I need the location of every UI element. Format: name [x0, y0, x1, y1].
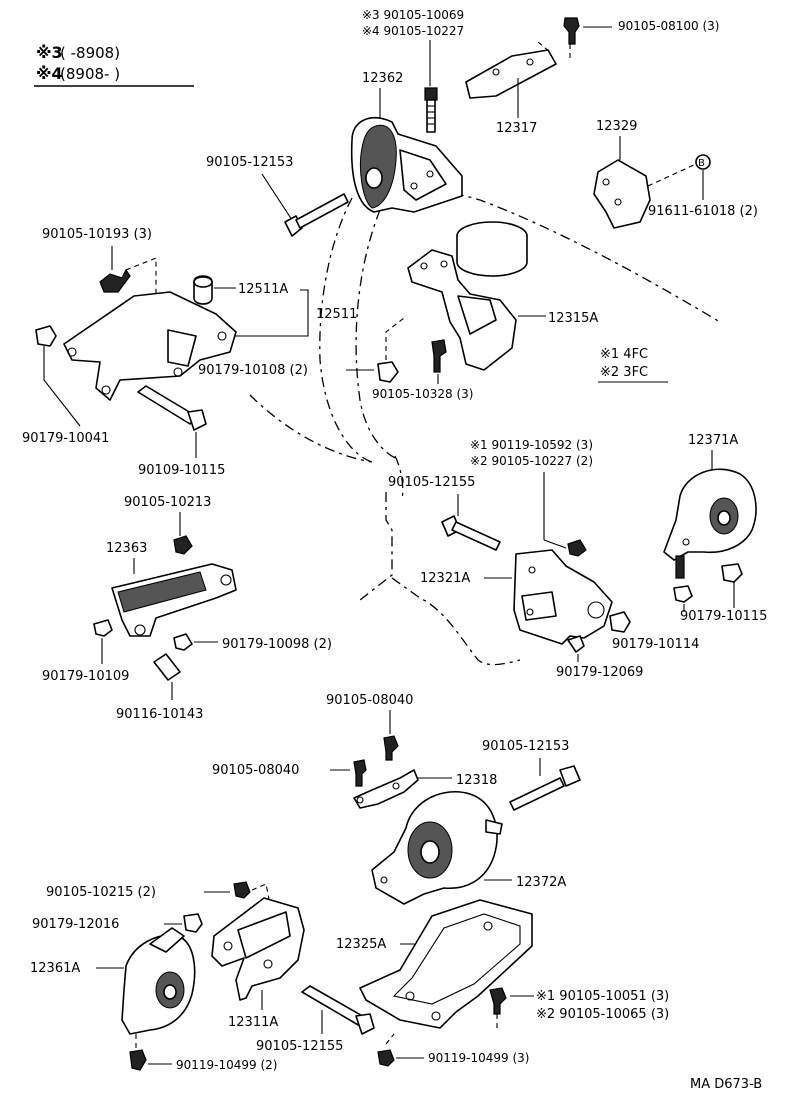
stud-90116-10143	[153, 653, 181, 681]
label-90105-10215: 90105-10215 (2)	[46, 885, 156, 900]
plate-12325a	[359, 899, 533, 1029]
bolt-90105-12155-low	[301, 985, 375, 1035]
label-90179-10108: 90179-10108 (2)	[198, 363, 308, 378]
bolt-90105-10328	[431, 339, 447, 373]
bracket-12511	[63, 291, 237, 401]
label-12325a: 12325A	[336, 937, 386, 952]
label-12311a: 12311A	[228, 1015, 278, 1030]
label-90105-08100: 90105-08100 (3)	[618, 19, 720, 33]
badge-b	[695, 154, 711, 170]
label-12511a: 12511A	[238, 282, 288, 297]
footer-code: MA D673-B	[690, 1077, 762, 1092]
label-90105-08040-a: 90105-08040	[326, 693, 413, 708]
bolt-90105-10051	[489, 987, 507, 1015]
bolt-90105-10069	[424, 87, 438, 133]
bracket-12315a	[407, 249, 517, 371]
label-12318: 12318	[456, 773, 497, 788]
bracket-12318	[353, 769, 419, 809]
legend-mark-3: ※3	[36, 43, 63, 62]
mount-12371a	[663, 468, 757, 561]
nut-90179-10041	[35, 325, 57, 347]
bracket-12311a	[211, 897, 305, 1001]
label-90105-10213: 90105-10213	[124, 495, 211, 510]
nut-90179-10114	[609, 611, 631, 633]
engine-outline	[249, 187, 721, 666]
legend-range-3: ( -8908)	[60, 44, 120, 62]
mount-12362	[350, 116, 463, 213]
bracket-12321a	[513, 549, 613, 645]
label-90179-10098: 90179-10098 (2)	[222, 637, 332, 652]
legend-mid: ※1 4FC ※2 3FC	[598, 347, 668, 383]
label-90179-12016: 90179-12016	[32, 917, 119, 932]
label-12361a: 12361A	[30, 961, 80, 976]
nut-90179-10109	[93, 619, 113, 637]
bolt-90105-08100	[563, 17, 580, 45]
label-90105-10065: ※2 90105-10065 (3)	[536, 1007, 669, 1022]
nut-90179-12069	[567, 635, 585, 653]
legend-range-4: (8908- )	[60, 65, 120, 83]
label-90116-10143: 90116-10143	[116, 707, 203, 722]
label-90105-12155-mid: 90105-12155	[388, 475, 475, 490]
mount-12372a	[371, 790, 503, 905]
label-90179-10109: 90179-10109	[42, 669, 129, 684]
nut-90179-10115	[721, 563, 743, 583]
label-90105-10227-2: ※2 90105-10227 (2)	[470, 454, 593, 468]
label-90105-12153-low: 90105-12153	[482, 739, 569, 754]
label-12321a: 12321A	[420, 571, 470, 586]
bushing-12511a	[193, 275, 213, 305]
label-12372a: 12372A	[516, 875, 566, 890]
label-90179-10115: 90179-10115	[680, 609, 767, 624]
nut-90179-12016	[183, 913, 203, 933]
label-90119-10499-2: 90119-10499 (2)	[176, 1058, 278, 1072]
bolt-90119-10499-a	[377, 1049, 395, 1067]
label-12362: 12362	[362, 71, 403, 86]
label-90105-10051: ※1 90105-10051 (3)	[536, 989, 669, 1004]
bolt-90105-08040-b	[353, 759, 367, 787]
bolt-90105-12153-low	[509, 765, 581, 811]
bolt-90119-10592	[567, 539, 587, 557]
label-top-bolt-a: ※3 90105-10069	[362, 8, 464, 22]
label-90119-10592: ※1 90119-10592 (3)	[470, 438, 593, 452]
bolt-90105-10193	[99, 268, 131, 293]
mount-12363	[111, 563, 237, 637]
nut-90179-10108	[377, 361, 399, 383]
bracket-12317	[465, 49, 557, 99]
label-12317: 12317	[496, 121, 537, 136]
label-12315a: 12315A	[548, 311, 598, 326]
label-90105-12155-low: 90105-12155	[256, 1039, 343, 1054]
nut-90179-10114-b	[673, 585, 693, 603]
label-12371a: 12371A	[688, 433, 738, 448]
label-top-bolt-b: ※4 90105-10227	[362, 24, 464, 38]
bolt-90105-10213	[173, 535, 193, 555]
label-12363: 12363	[106, 541, 147, 556]
mount-12361a	[121, 927, 196, 1035]
legend-mid-2: ※2 3FC	[600, 365, 648, 380]
bracket-12329	[593, 159, 651, 229]
label-90109-10115: 90109-10115	[138, 463, 225, 478]
label-12511: 12511	[316, 307, 357, 322]
label-91611-61018: 91611-61018 (2)	[648, 204, 758, 219]
nut-90179-10098	[173, 633, 193, 651]
label-90119-10499-3: 90119-10499 (3)	[428, 1051, 530, 1065]
bolt-90105-12155-mid	[441, 515, 501, 551]
bolt-90105-10215	[233, 881, 251, 899]
legend-mid-1: ※1 4FC	[600, 347, 648, 362]
label-90179-10114: 90179-10114	[612, 637, 699, 652]
bolt-90105-08040-a	[383, 735, 399, 761]
bolt-90119-10499-b	[129, 1049, 147, 1071]
label-90179-10041: 90179-10041	[22, 431, 109, 446]
label-12329: 12329	[596, 119, 637, 134]
legend-top: ※3 ( -8908) ※4 (8908- )	[34, 43, 194, 87]
badge-b-letter: B	[698, 158, 705, 169]
label-90105-10328: 90105-10328 (3)	[372, 387, 474, 401]
stud-12371a	[675, 555, 685, 579]
bolt-90105-12153-top	[284, 193, 349, 237]
label-90105-12153-top: 90105-12153	[206, 155, 293, 170]
label-90179-12069: 90179-12069	[556, 665, 643, 680]
label-90105-10193: 90105-10193 (3)	[42, 227, 152, 242]
label-90105-08040-b: 90105-08040	[212, 763, 299, 778]
bolt-90109-10115	[137, 385, 207, 431]
legend-mark-4: ※4	[36, 64, 63, 83]
